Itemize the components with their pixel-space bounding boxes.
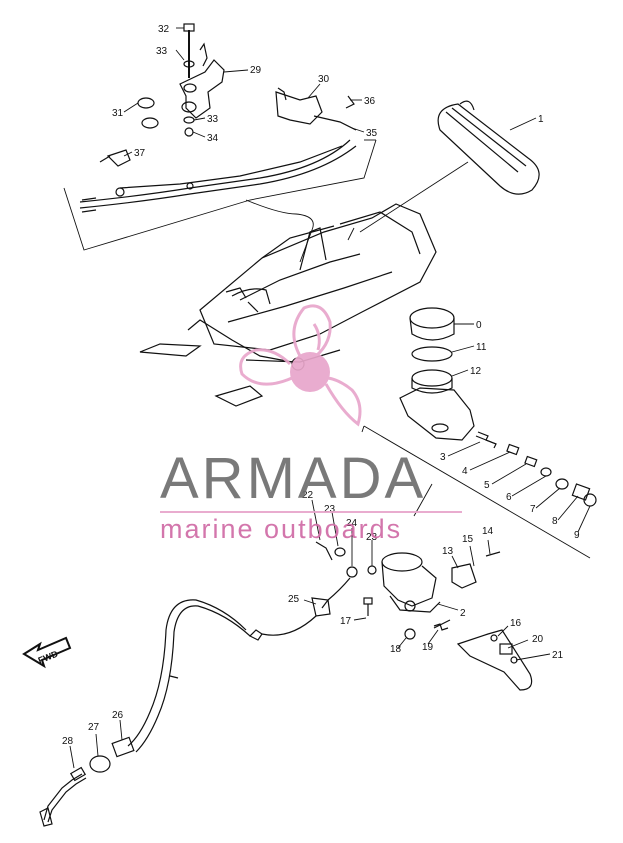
master-cylinder-assembly xyxy=(399,307,597,507)
callout-27: 27 xyxy=(88,722,100,733)
callout-6: 6 xyxy=(506,492,512,503)
callout-21: 21 xyxy=(552,650,564,661)
callout-32: 32 xyxy=(158,24,170,35)
armada-watermark: ARMADA marine outboards xyxy=(160,304,462,544)
callout-2: 2 xyxy=(460,608,466,619)
callout-18: 18 xyxy=(390,644,402,655)
callout-1: 1 xyxy=(538,114,544,125)
callout-7: 7 xyxy=(530,504,536,515)
callout-37: 37 xyxy=(134,148,146,159)
propeller-logo xyxy=(239,304,362,427)
brake-lever-assembly xyxy=(99,87,357,167)
leader-lines xyxy=(69,27,591,769)
callout-23: 23 xyxy=(366,532,378,543)
lower-cylinder-assembly xyxy=(363,551,533,691)
callout-15: 15 xyxy=(462,534,474,545)
callout-34: 34 xyxy=(207,133,219,144)
callout-13: 13 xyxy=(442,546,454,557)
brake-hose-assembly xyxy=(39,541,358,827)
callout-16: 16 xyxy=(510,618,522,629)
callout-31: 31 xyxy=(112,108,124,119)
callout-24: 24 xyxy=(346,518,358,529)
callout-30: 30 xyxy=(318,74,330,85)
fwd-label: FWD xyxy=(37,648,60,665)
callout-5: 5 xyxy=(484,480,490,491)
callout-12: 12 xyxy=(470,366,482,377)
control-cables xyxy=(79,139,357,213)
callout-33: 33 xyxy=(156,46,168,57)
callout-8: 8 xyxy=(552,516,558,527)
callout-28: 28 xyxy=(62,736,74,747)
callout-14: 14 xyxy=(482,526,494,537)
snowmobile-body xyxy=(139,203,437,407)
callout-9: 9 xyxy=(574,530,580,541)
callout-26: 26 xyxy=(112,710,124,721)
callout-25: 25 xyxy=(288,594,300,605)
callout-19: 19 xyxy=(422,642,434,653)
callout-17: 17 xyxy=(340,616,352,627)
watermark-subtitle: marine outboards xyxy=(160,514,402,544)
watermark-title: ARMADA xyxy=(160,446,426,511)
callout-22: 22 xyxy=(302,490,314,501)
callout-36: 36 xyxy=(364,96,376,107)
callout-35: 35 xyxy=(366,128,378,139)
callout-0: 0 xyxy=(476,320,482,331)
callout-29: 29 xyxy=(250,65,262,76)
callout-33: 33 xyxy=(207,114,219,125)
bracket-assembly xyxy=(137,23,225,137)
handlebar-grip xyxy=(437,100,540,195)
forward-direction-arrow: FWD xyxy=(22,636,72,669)
callout-numbers: 32 33 29 31 33 34 30 36 35 37 1 0 11 12 … xyxy=(62,24,580,747)
callout-4: 4 xyxy=(462,466,468,477)
callout-11: 11 xyxy=(476,342,487,353)
callout-20: 20 xyxy=(532,634,544,645)
callout-3: 3 xyxy=(440,452,446,463)
callout-23: 23 xyxy=(324,504,336,515)
